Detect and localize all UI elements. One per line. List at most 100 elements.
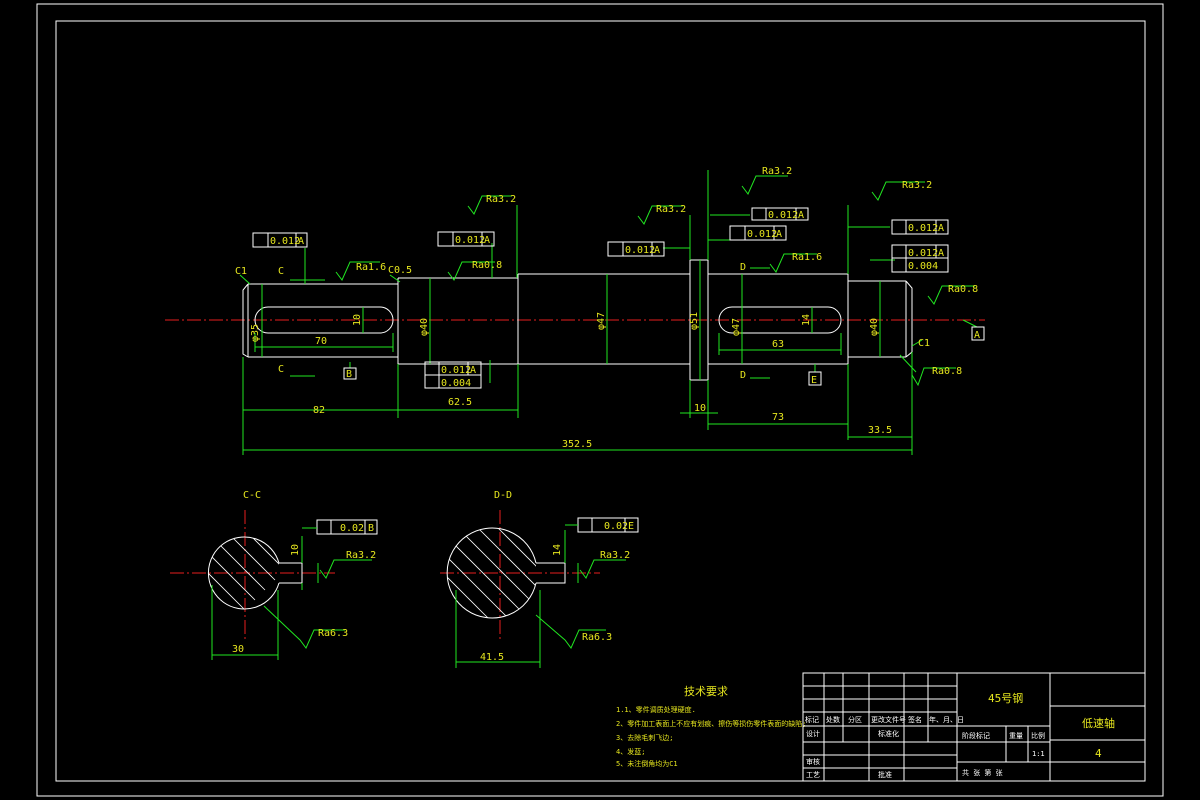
dim-key1-width: 10 <box>352 314 363 326</box>
tb-header-0: 标记 <box>805 715 819 724</box>
tol-datum-7: A <box>938 248 944 259</box>
sec-cc-ra32: Ra3.2 <box>346 550 376 561</box>
tol-runout-7: 0.012 <box>908 248 938 259</box>
roughness-ra16-b: Ra1.6 <box>792 252 822 263</box>
sec-dd-ra32: Ra3.2 <box>600 550 630 561</box>
chamfer-right: C1 <box>918 338 930 349</box>
dim-collar: 10 <box>694 403 706 414</box>
section-mark-d-bottom: D <box>740 370 746 381</box>
section-dd-title: D-D <box>494 490 512 501</box>
datum-b-main: B <box>346 369 352 380</box>
dim-overall: 352.5 <box>562 439 592 450</box>
dim-dia35: φ35 <box>250 324 261 342</box>
tol-cyl-2: 0.004 <box>441 378 471 389</box>
tol-datum-4: A <box>798 210 804 221</box>
dim-dia47: φ47 <box>596 312 607 330</box>
sec-cc-datum: B <box>368 523 374 534</box>
tol-runout-2: 0.012 <box>455 235 485 246</box>
sec-dd-datum: E <box>628 521 634 532</box>
sec-cc-sym: 0.02 <box>340 523 364 534</box>
tol-cyl-1: 0.004 <box>908 261 938 272</box>
dim-dia51: φ51 <box>689 312 700 330</box>
notes-title: 技术要求 <box>684 685 728 698</box>
section-mark-d-top: D <box>740 262 746 273</box>
sec-cc-key-depth: 10 <box>290 544 301 556</box>
note-4: 4、发蓝; <box>616 747 645 756</box>
roughness-ra08-c: Ra0.8 <box>932 366 962 377</box>
tol-runout-4: 0.012 <box>768 210 798 221</box>
tb-approve: 批准 <box>878 770 892 779</box>
note-1: 1.1、零件调质处理硬度. <box>616 705 696 714</box>
dim-82: 82 <box>313 405 325 416</box>
tol-datum-3: A <box>654 245 660 256</box>
title-block: 45号钢 低速轴 4 阶段标记 重量 比例 1:1 共 张 第 张 标记 处数 … <box>802 672 1146 782</box>
tb-header-3: 更改文件号 <box>871 715 906 724</box>
dim-73: 73 <box>772 412 784 423</box>
chamfer-step: C0.5 <box>388 265 412 276</box>
tb-sheets: 共 张 第 张 <box>962 768 1003 777</box>
roughness-ra08-a: Ra0.8 <box>472 260 502 271</box>
tb-weight: 重量 <box>1009 732 1023 740</box>
tb-process: 工艺 <box>806 771 820 779</box>
tol-datum-2: A <box>484 235 490 246</box>
tb-design: 设计 <box>806 729 820 738</box>
shaft-outline <box>242 259 913 381</box>
tb-scale-value: 1:1 <box>1032 750 1045 758</box>
tb-header-1: 处数 <box>826 715 840 724</box>
tb-header-4: 签名 <box>908 715 922 724</box>
sheet-border <box>36 3 1164 797</box>
tb-standardize: 标准化 <box>878 729 899 738</box>
note-5: 5、未注倒角均为C1 <box>616 759 678 768</box>
dim-dia40: φ40 <box>419 318 430 336</box>
roughness-ra32-b: Ra3.2 <box>656 204 686 215</box>
dim-33-5: 33.5 <box>868 425 892 436</box>
tol-datum-8: A <box>470 365 476 376</box>
tol-runout-8: 0.012 <box>441 365 471 376</box>
dim-dia47b: φ47 <box>731 318 742 336</box>
section-mark-c-top: C <box>278 266 284 277</box>
roughness-ra32-a: Ra3.2 <box>486 194 516 205</box>
section-cc-title: C-C <box>243 490 261 501</box>
dim-key1-length: 70 <box>315 336 327 347</box>
tol-datum-6: A <box>938 223 944 234</box>
datum-e-main: E <box>811 375 817 386</box>
frame-border <box>55 20 1146 782</box>
dim-key2-width: 14 <box>801 314 812 326</box>
roughness-ra16-a: Ra1.6 <box>356 262 386 273</box>
dim-62-5: 62.5 <box>448 397 472 408</box>
chamfer-left: C1 <box>235 266 247 277</box>
sec-cc-depth: 30 <box>232 644 244 655</box>
note-3: 3、去除毛刺飞边; <box>616 733 673 742</box>
sec-cc-ra63: Ra6.3 <box>318 628 348 639</box>
tb-header-2: 分区 <box>848 715 862 724</box>
main-view-texts: C1 C C D D C0.5 C1 Ra1.6 Ra0.8 Ra3.2 Ra3… <box>235 166 980 450</box>
roughness-ra32-c: Ra3.2 <box>762 166 792 177</box>
tb-drawing-no: 4 <box>1095 747 1102 760</box>
section-dd: D-D 14 Ra3.2 Ra6.3 41.5 0.02 E <box>440 490 634 668</box>
sec-dd-depth: 41.5 <box>480 652 504 663</box>
tol-runout-1: 0.012 <box>270 236 300 247</box>
sec-dd-ra63: Ra6.3 <box>582 632 612 643</box>
tb-scale-label: 比例 <box>1031 731 1045 740</box>
dimension-lines <box>239 170 978 455</box>
tb-header-5: 年、月、日 <box>929 715 964 724</box>
roughness-ra32-d: Ra3.2 <box>902 180 932 191</box>
tb-material: 45号钢 <box>988 692 1023 705</box>
datum-a-main: A <box>974 330 980 341</box>
section-mark-c-bottom: C <box>278 364 284 375</box>
sec-dd-sym: 0.02 <box>604 521 628 532</box>
tb-part-name: 低速轴 <box>1082 716 1115 730</box>
dim-key2-length: 63 <box>772 339 784 350</box>
roughness-ra08-b: Ra0.8 <box>948 284 978 295</box>
technical-notes: 技术要求 1.1、零件调质处理硬度. 2、零件加工表面上不应有划痕、擦伤等损伤零… <box>616 685 806 768</box>
tb-stage: 阶段标记 <box>962 731 990 740</box>
tol-datum-1: A <box>298 236 304 247</box>
gdt-frames <box>252 207 985 535</box>
dim-dia40b: φ40 <box>869 318 880 336</box>
section-cc: C-C 10 <box>170 490 376 660</box>
sec-dd-key-depth: 14 <box>552 544 563 556</box>
tol-runout-3: 0.012 <box>625 245 655 256</box>
tol-runout-5: 0.012 <box>747 229 777 240</box>
note-2: 2、零件加工表面上不应有划痕、擦伤等损伤零件表面的缺陷; <box>616 719 806 728</box>
